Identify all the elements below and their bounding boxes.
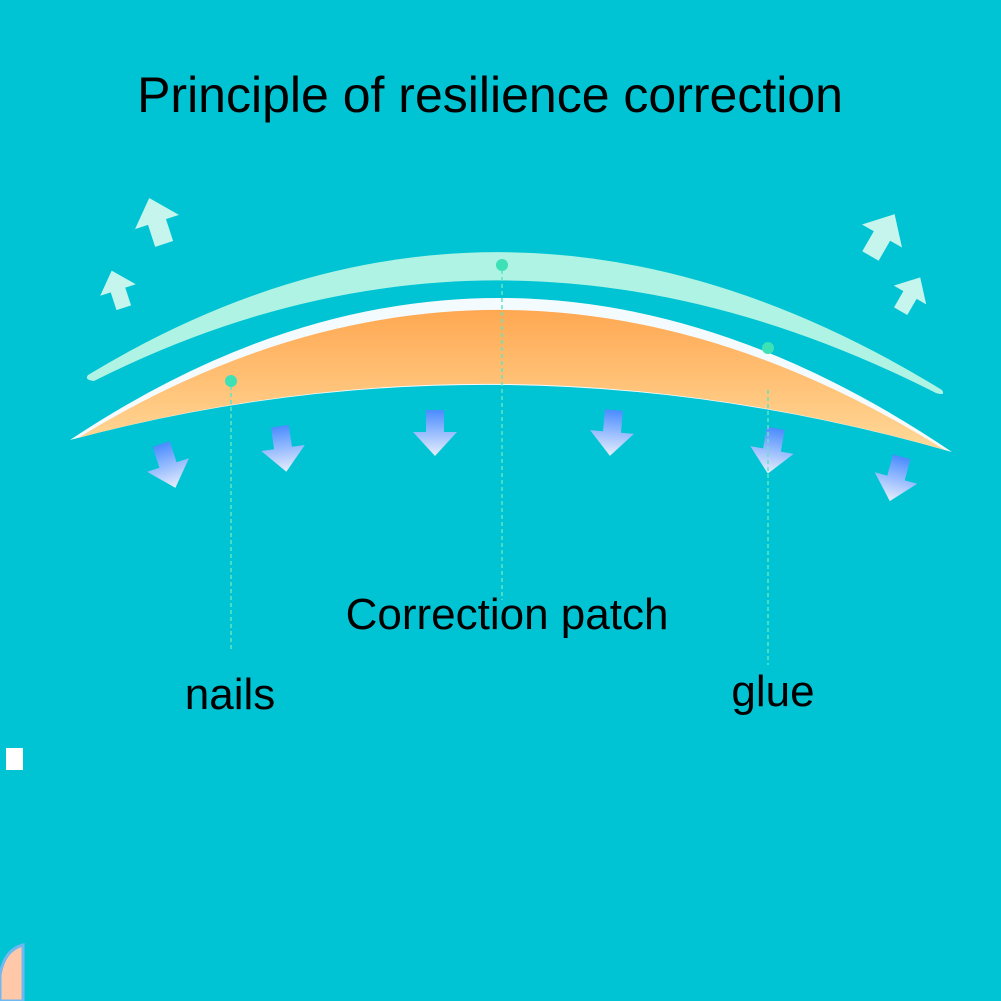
- nail-shape: [78, 309, 945, 450]
- down-arrows: [140, 408, 923, 507]
- down-arrow-icon: [258, 423, 309, 475]
- down-arrow-icon: [140, 437, 197, 495]
- leader-lines: [230, 270, 769, 665]
- white-square-marker: [6, 748, 23, 770]
- down-arrow-icon: [868, 451, 923, 507]
- nails-marker-dot: [225, 375, 237, 387]
- label-glue: glue: [731, 667, 815, 716]
- down-arrow-icon: [413, 410, 457, 456]
- up-arrow-icon: [93, 264, 142, 314]
- down-arrow-icon: [746, 424, 798, 478]
- diagram-title: Principle of resilience correction: [137, 67, 843, 123]
- glue-marker-dot: [762, 342, 774, 354]
- label-correction-patch: Correction patch: [345, 590, 669, 639]
- up-arrow-icon: [127, 190, 187, 252]
- up-arrow-icon: [884, 267, 937, 321]
- up-arrow-icon: [850, 202, 915, 268]
- markers: [225, 259, 774, 387]
- down-arrow-icon: [587, 408, 636, 458]
- correction-patch-shape: [86, 252, 944, 394]
- label-nails: nails: [184, 670, 276, 719]
- patch-marker-dot: [496, 259, 508, 271]
- corner-shape: [0, 943, 25, 1001]
